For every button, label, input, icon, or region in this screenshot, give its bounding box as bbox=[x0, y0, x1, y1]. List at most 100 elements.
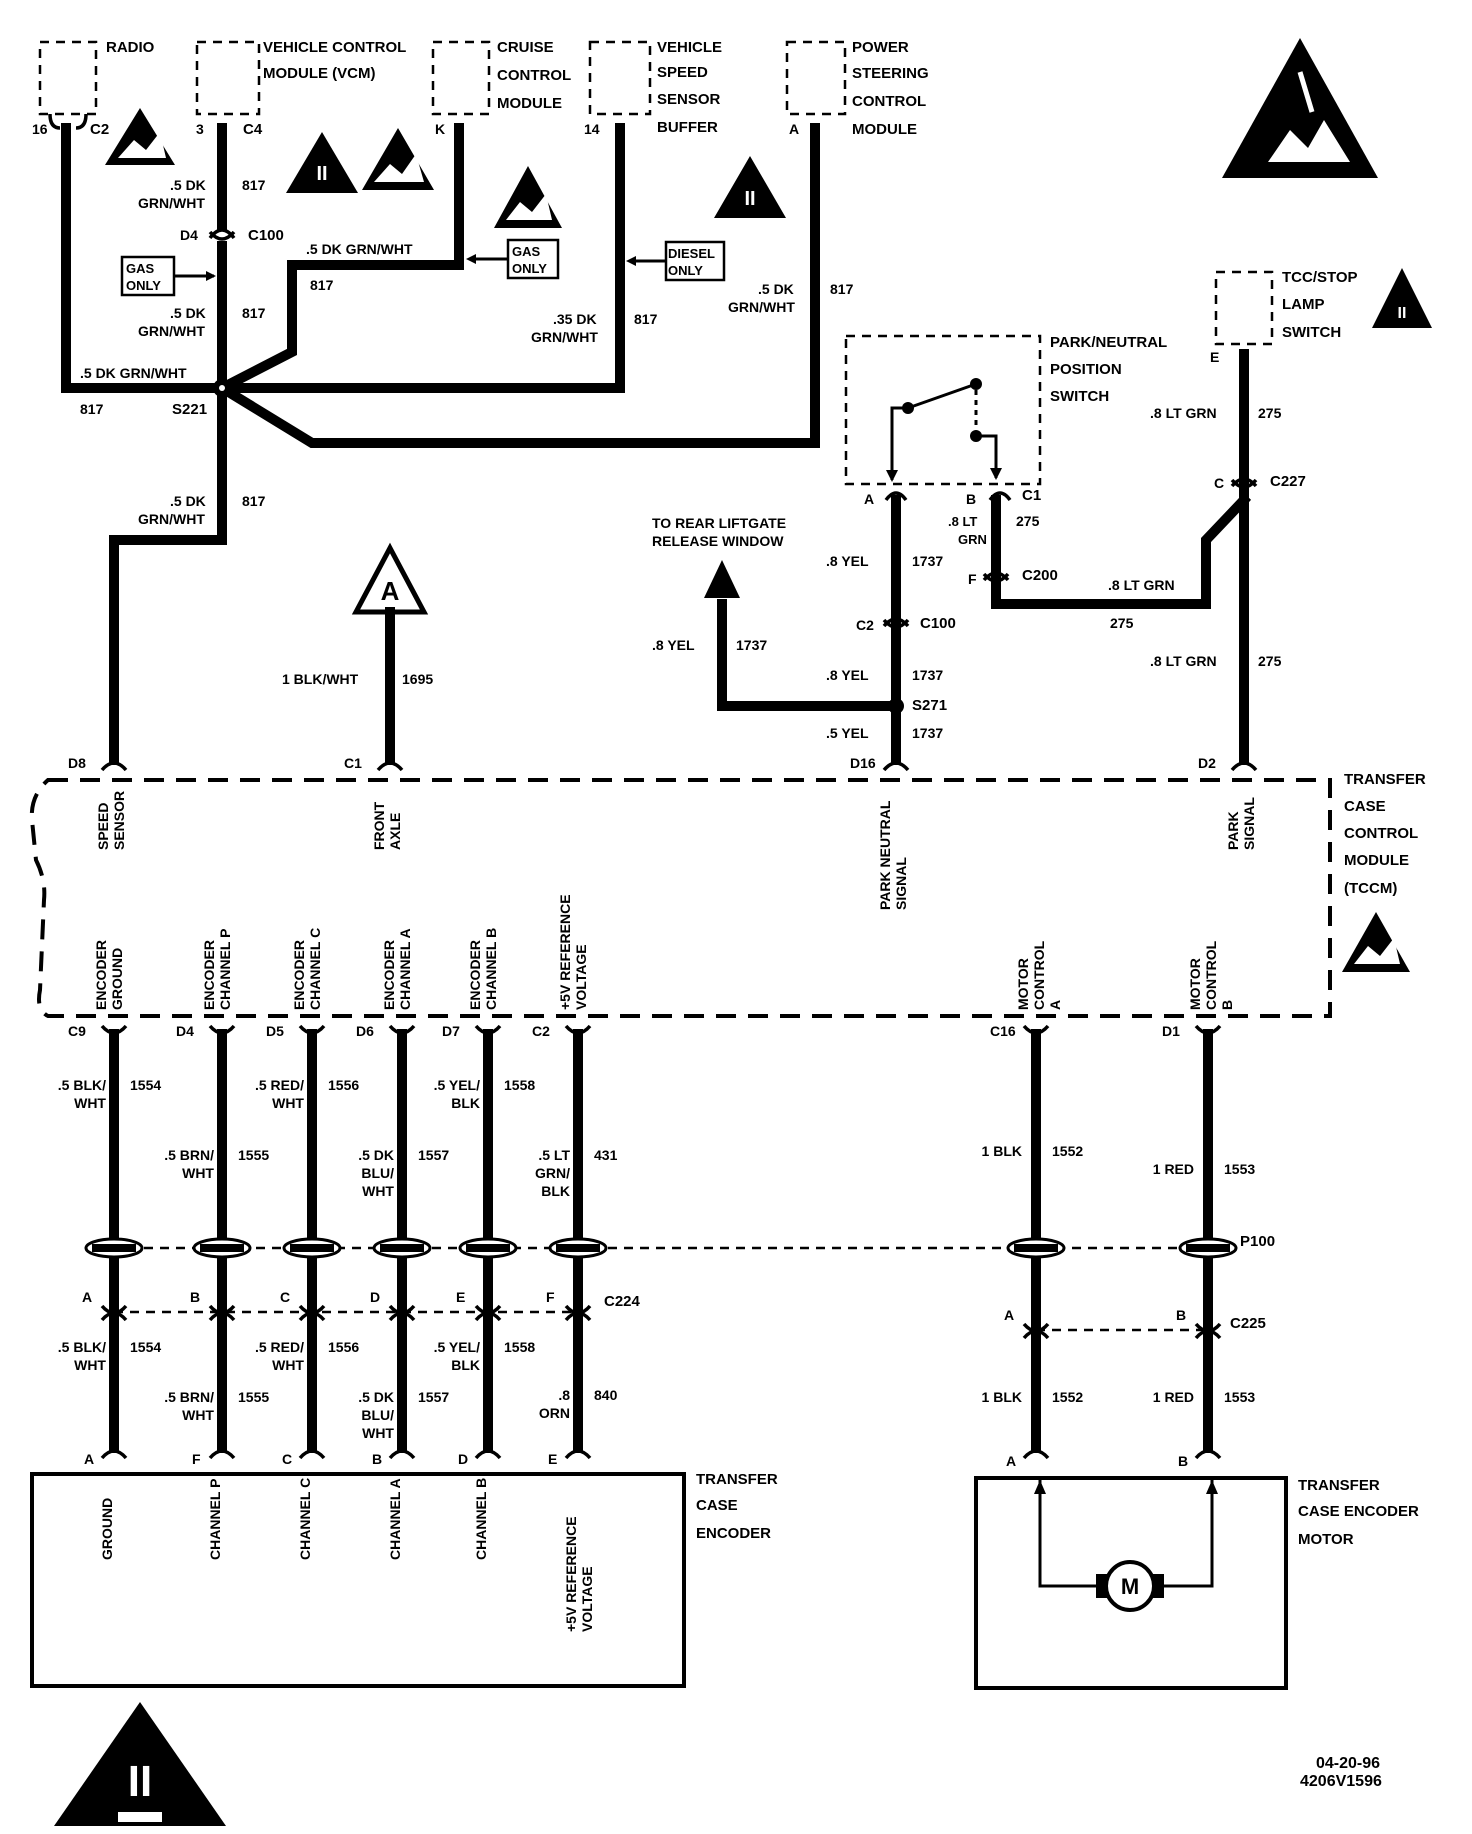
tccm-bottom-label-D4-1: CHANNEL P bbox=[217, 929, 233, 1010]
encoder-label-E-1: VOLTAGE bbox=[579, 1566, 595, 1632]
encoder-label-A-0: GROUND bbox=[99, 1498, 115, 1560]
motor-lower-color-1: 1 RED bbox=[1153, 1389, 1194, 1405]
connector-c227: C C227 bbox=[1214, 473, 1306, 491]
roman-label-1: II bbox=[316, 163, 327, 185]
tccm-top-label-D8-1: SENSOR bbox=[111, 791, 127, 850]
tccm-bottom-pin-D4: D4 bbox=[176, 1023, 194, 1039]
cruise-label-3: MODULE bbox=[497, 95, 562, 112]
tcc-lower-circuit: 275 bbox=[1258, 653, 1282, 669]
motor-symbol: M bbox=[1034, 1478, 1218, 1612]
enc-upper-4-color-0: .5 YEL/ bbox=[434, 1077, 481, 1093]
c1-pin-b: B bbox=[966, 491, 976, 507]
wire-radio bbox=[61, 123, 227, 393]
vcm-pin-connector: C4 bbox=[243, 121, 263, 138]
enc-upper-3-color-0: .5 DK bbox=[358, 1147, 394, 1163]
encoder-label-F-0: CHANNEL P bbox=[207, 1479, 223, 1560]
pscm-label-1: POWER bbox=[852, 39, 909, 56]
motor-upper-color-0: 1 BLK bbox=[982, 1143, 1022, 1159]
tcc-pin: E bbox=[1210, 349, 1219, 365]
splice-s221-label: S221 bbox=[172, 401, 207, 418]
enc-lower-5-circuit: 840 bbox=[594, 1387, 618, 1403]
p100-grommet-core-D5 bbox=[290, 1244, 334, 1252]
enc-upper-0-color-0: .5 BLK/ bbox=[58, 1077, 106, 1093]
component-term-D6 bbox=[388, 1449, 416, 1460]
enc-upper-5-color-1: GRN/ bbox=[535, 1165, 570, 1181]
c1-b-circuit: 275 bbox=[1016, 513, 1040, 529]
enc-upper-5-circuit: 431 bbox=[594, 1147, 618, 1163]
gas-only-1-line2: ONLY bbox=[126, 278, 161, 293]
motor-label-2: CASE ENCODER bbox=[1298, 1503, 1419, 1520]
pnp-label-1: PARK/NEUTRAL bbox=[1050, 334, 1167, 351]
motor-lower-circuit-1: 1553 bbox=[1224, 1389, 1255, 1405]
diesel-only-note: DIESEL ONLY bbox=[626, 240, 726, 282]
roman-label-3: II bbox=[1398, 305, 1407, 322]
p100-label: P100 bbox=[1240, 1233, 1275, 1250]
vcm-lower-color-2: GRN/WHT bbox=[138, 323, 205, 339]
tccm-bottom-label-D7-0: ENCODER bbox=[467, 940, 483, 1010]
wire-vssb bbox=[217, 123, 625, 393]
encoder-pin-D: D bbox=[458, 1451, 468, 1467]
radio-wire-circuit: 817 bbox=[80, 401, 104, 417]
tccm-top-label-D16-0: PARK NEUTRAL bbox=[877, 800, 893, 910]
enc-lower-3-color-1: BLU/ bbox=[361, 1407, 394, 1423]
tcc-stop-lamp-switch: TCC/STOP LAMP SWITCH E bbox=[1210, 269, 1358, 365]
c224-pin-D: D bbox=[370, 1289, 380, 1305]
tcc-label-3: SWITCH bbox=[1282, 324, 1341, 341]
vcm-label-1: VEHICLE CONTROL bbox=[263, 39, 406, 56]
encoder-label-2: CASE bbox=[696, 1497, 738, 1514]
encoder-label-1: TRANSFER bbox=[696, 1471, 778, 1488]
lower-conn-bot-D1 bbox=[1194, 1329, 1222, 1340]
pscm-label-3: CONTROL bbox=[852, 93, 926, 110]
p100-grommet-core-D6 bbox=[380, 1244, 424, 1252]
vcm-wire-color-2: GRN/WHT bbox=[138, 195, 205, 211]
p100-grommet-core-D1 bbox=[1186, 1244, 1230, 1252]
pnp-label-3: SWITCH bbox=[1050, 388, 1109, 405]
encoder-pin-F: F bbox=[192, 1451, 201, 1467]
p100-grommet-core-C2 bbox=[556, 1244, 600, 1252]
enc-upper-3-circuit: 1557 bbox=[418, 1147, 449, 1163]
encoder-label: TRANSFER CASE ENCODER bbox=[696, 1471, 778, 1542]
enc-upper-0-circuit: 1554 bbox=[130, 1077, 161, 1093]
tccm-bottom-label-D5-0: ENCODER bbox=[291, 940, 307, 1010]
wire-rear-liftgate bbox=[717, 599, 901, 711]
tccm-top-label-D2-1: SIGNAL bbox=[1241, 797, 1257, 850]
up-arrow-icon bbox=[704, 560, 740, 598]
vssb-label-2: SPEED bbox=[657, 64, 708, 81]
triangle-a-letter: A bbox=[381, 576, 400, 606]
encoder-label-D-0: CHANNEL B bbox=[473, 1478, 489, 1560]
tccm-bottom-label-D1-0: MOTOR bbox=[1187, 958, 1203, 1010]
enc-upper-5-color-2: BLK bbox=[541, 1183, 570, 1199]
reference-triangle-a: A bbox=[351, 542, 429, 615]
encoder-pin-E: E bbox=[548, 1451, 557, 1467]
tccm-top-pin-D2: D2 bbox=[1198, 755, 1216, 771]
tccm-bottom-pin-D1: D1 bbox=[1162, 1023, 1180, 1039]
enc-lower-0-color-1: WHT bbox=[74, 1357, 106, 1373]
enc-upper-2-color-1: WHT bbox=[272, 1095, 304, 1111]
pn-lower-circuit: 1737 bbox=[912, 725, 943, 741]
rear-wire-circuit: 1737 bbox=[736, 637, 767, 653]
motor-upper-color-1: 1 RED bbox=[1153, 1161, 1194, 1177]
wire-cruise bbox=[215, 123, 464, 395]
p100-grommet-core-D4 bbox=[200, 1244, 244, 1252]
enc-lower-5-color-1: ORN bbox=[539, 1405, 570, 1421]
tccm-label-3: CONTROL bbox=[1344, 825, 1418, 842]
encoder-label-B-0: CHANNEL A bbox=[387, 1478, 403, 1560]
pn-upper-color: .8 YEL bbox=[826, 553, 869, 569]
tccm-top-label-D2-0: PARK bbox=[1225, 811, 1241, 850]
tccm-module-outline bbox=[29, 778, 1332, 1018]
motor-pin-A: A bbox=[1006, 1453, 1016, 1469]
enc-lower-4-circuit: 1558 bbox=[504, 1339, 535, 1355]
c1-name: C1 bbox=[1022, 487, 1041, 504]
esd-small-icon-1 bbox=[105, 108, 175, 165]
vcm-component: VEHICLE CONTROL MODULE (VCM) bbox=[195, 39, 406, 116]
tccm-bottom-label-C9-1: GROUND bbox=[109, 948, 125, 1010]
c225-label: C225 bbox=[1230, 1315, 1266, 1332]
tccm-top-label-D16-1: SIGNAL bbox=[893, 857, 909, 910]
motor-label: TRANSFER CASE ENCODER MOTOR bbox=[1298, 1477, 1419, 1548]
enc-upper-2-circuit: 1556 bbox=[328, 1077, 359, 1093]
gas-only-2-line1: GAS bbox=[512, 244, 541, 259]
tccm-bottom-label-D1-2: B bbox=[1219, 1000, 1235, 1010]
enc-upper-3-color-2: WHT bbox=[362, 1183, 394, 1199]
vcm-pin-number: 3 bbox=[196, 121, 204, 137]
footer-code: 4206V1596 bbox=[1300, 1773, 1382, 1790]
